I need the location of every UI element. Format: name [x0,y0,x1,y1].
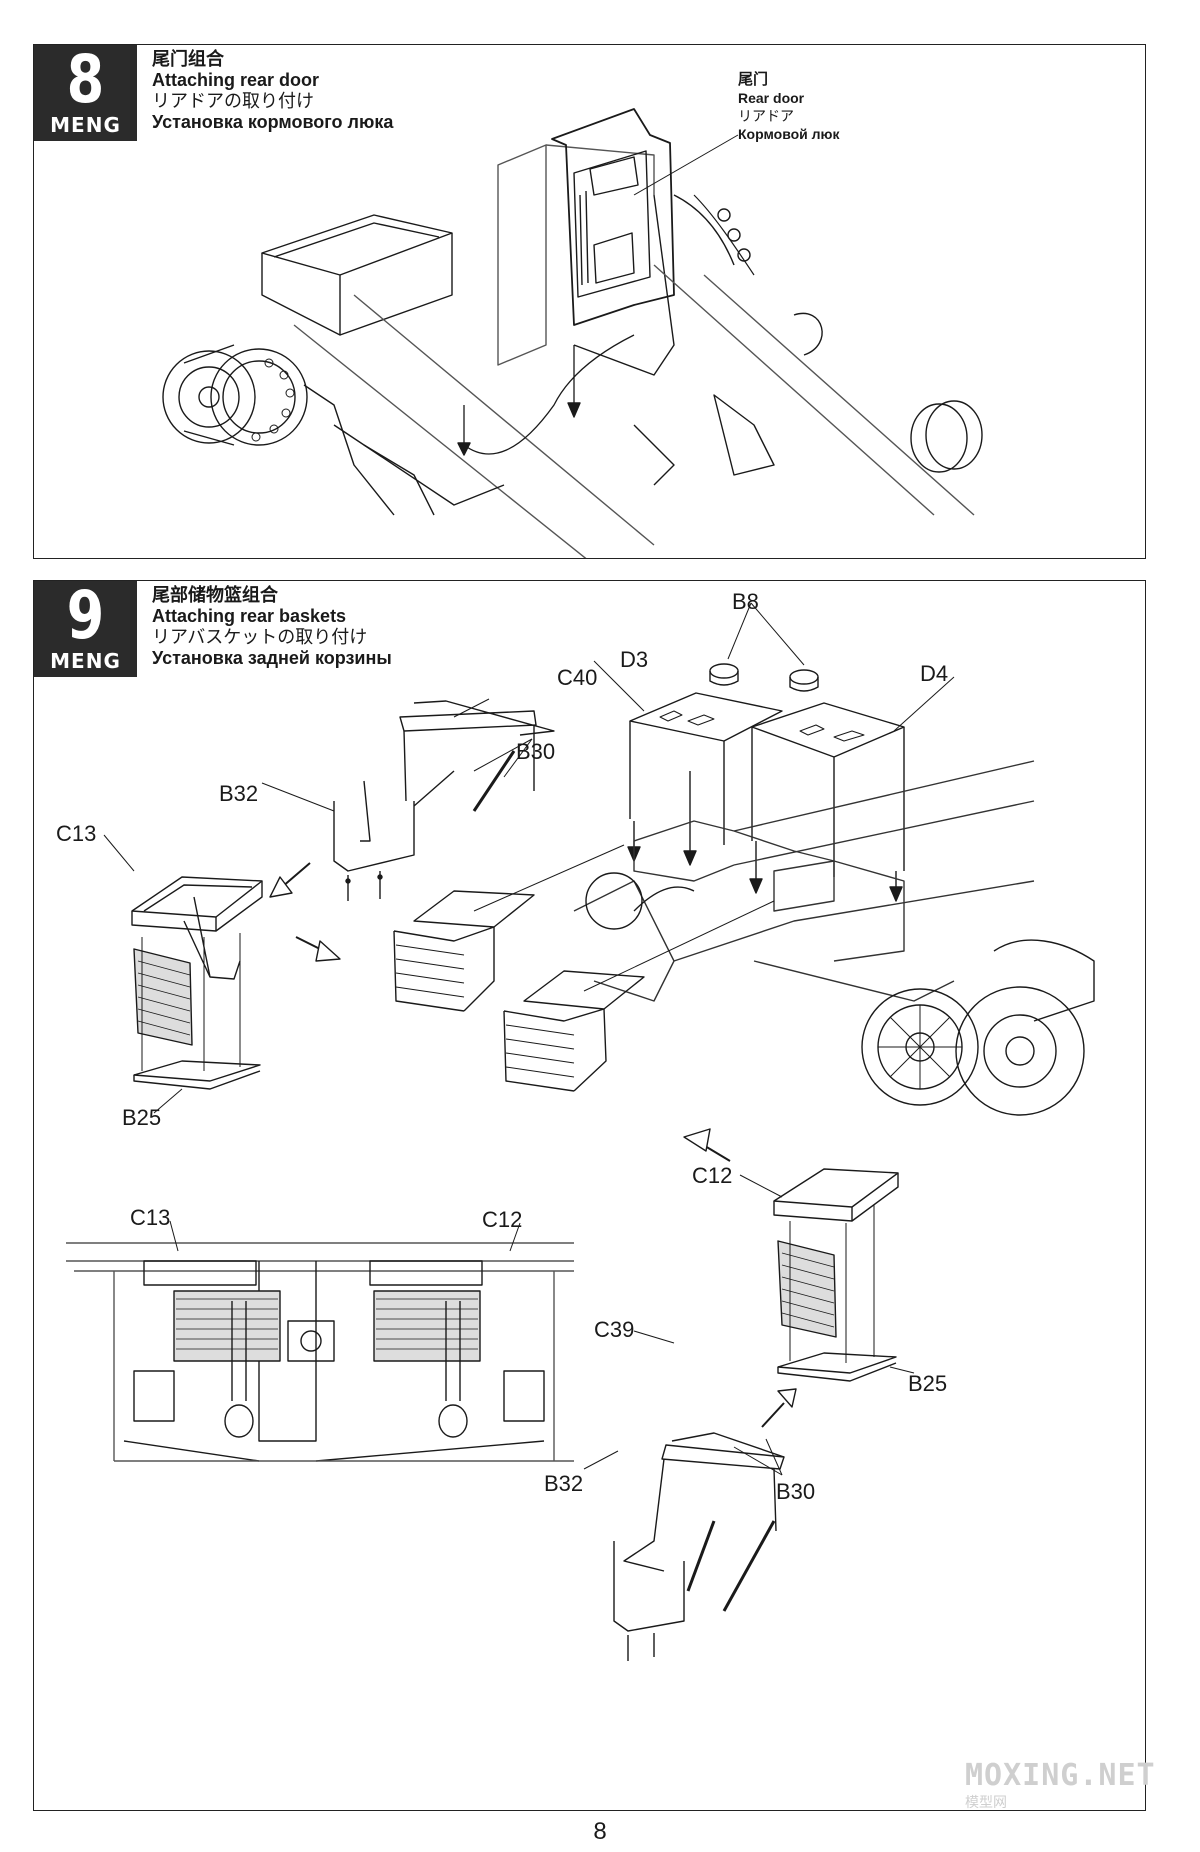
callout-ru: Кормовой люк [738,126,840,142]
part-label-b30: B30 [516,739,556,764]
part-label-c13-rear: C13 [130,1205,171,1230]
baskets-placed [393,844,775,1092]
step-8-panel: 8 MENG 尾门组合 Attaching rear door リアドアの取り付… [33,41,1146,559]
part-label-b25: B25 [122,1105,162,1130]
part-label-d3: D3 [620,647,649,672]
part-label-b25-right: B25 [908,1371,948,1396]
rear-door-leader [633,134,739,196]
title-ru: Установка задней корзины [152,648,392,668]
title-en: Attaching rear baskets [152,606,347,626]
rear-baskets-drawing [66,602,1095,1661]
part-label-c40: C40 [557,665,598,690]
watermark: MOXING.NET [965,1758,1156,1793]
frame-c39-assembly [613,1432,785,1661]
part-label-c39: C39 [594,1317,635,1342]
callout-en: Rear door [738,90,805,106]
step-9-badge: 9 MENG [34,577,137,677]
rear-view-drawing [66,1242,574,1462]
part-label-b32: B32 [219,781,259,806]
basket-c12-assembly [773,1168,899,1382]
step-8-titles: 尾门组合 Attaching rear door リアドアの取り付け Устан… [152,49,393,133]
part-label-c13: C13 [56,821,97,846]
title-zh: 尾门组合 [152,49,224,69]
rear-door-part [551,108,675,326]
part-label-b30-lower: B30 [776,1479,816,1504]
title-ru: Установка кормового люка [152,112,394,132]
part-label-b32-lower: B32 [544,1471,584,1496]
step-9-panel: 9 MENG 尾部储物篮组合 Attaching rear baskets リア… [33,577,1146,1811]
callout-jp: リアドア [738,108,794,124]
title-zh: 尾部储物篮组合 [152,585,278,605]
title-jp: リアドアの取り付け [152,91,314,111]
basket-c13-assembly [131,876,263,1090]
step-8-badge: 8 MENG [34,41,137,141]
wheel-left [162,344,308,446]
step-number: 8 [66,41,105,118]
brand-logo: MENG [50,113,121,137]
hull-rear [573,760,1035,1002]
title-jp: リアバスケットの取り付け [152,627,368,647]
frame-c40-assembly [333,700,555,901]
boxes-d3-d4 [629,663,905,877]
title-en: Attaching rear door [152,70,320,90]
step-number: 9 [66,577,105,654]
wheel-right-top [693,194,755,276]
rear-door-drawing [162,108,983,558]
step-9-titles: 尾部储物篮组合 Attaching rear baskets リアバスケットの取… [152,585,392,669]
page-number: 8 [593,1818,607,1845]
brand-logo: MENG [50,649,121,673]
part-label-d4: D4 [920,661,949,686]
callout-zh: 尾门 [738,71,769,88]
rear-door-callout: 尾门 Rear door リアドア Кормовой люк [738,71,840,143]
part-label-c12: C12 [692,1163,733,1188]
part-label-b8: B8 [732,589,759,614]
wheels-right [585,872,1095,1116]
watermark-sub: 模型网 [965,1794,1007,1810]
part-label-c12-rear: C12 [482,1207,523,1232]
